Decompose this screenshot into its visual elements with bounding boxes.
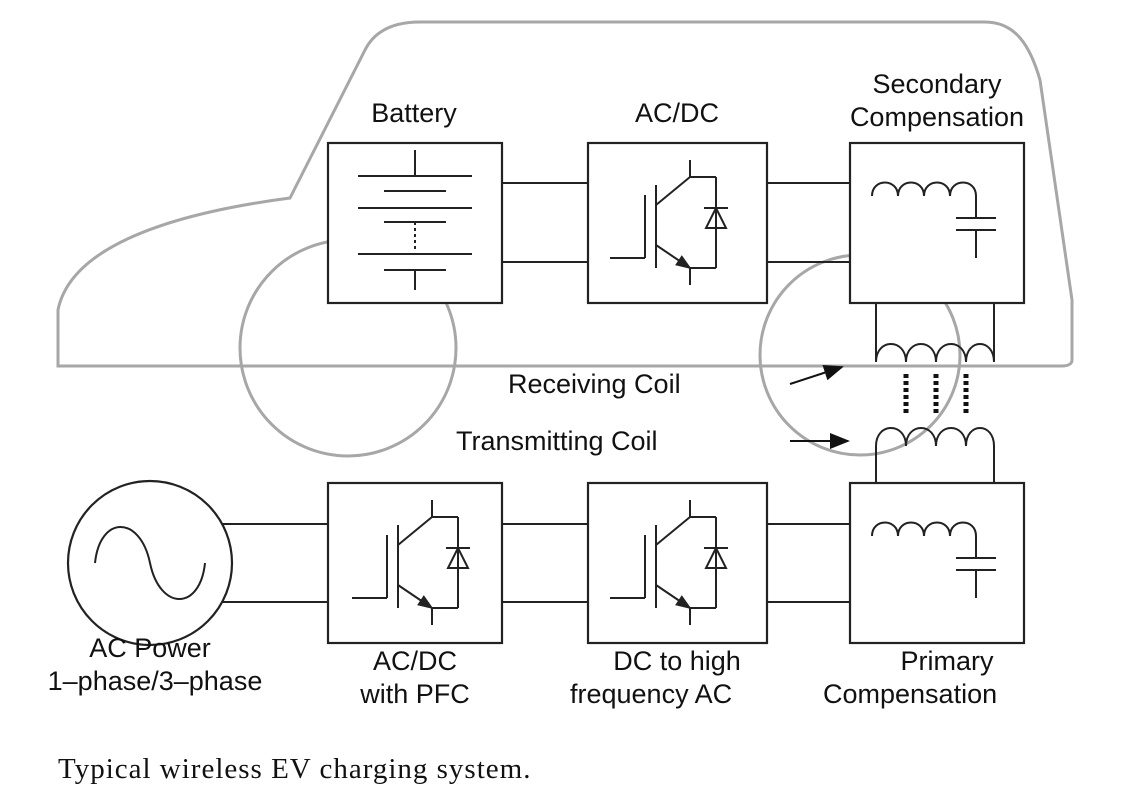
receiving-coil-arrow [789, 364, 844, 385]
secondary-compensation-block [848, 141, 1026, 305]
secondary-label-line2: Compensation [850, 102, 1024, 132]
acdc-pfc-block [326, 481, 504, 645]
battery-label: Battery [371, 98, 457, 128]
acdc-pfc-label-line2: with PFC [359, 679, 470, 709]
primary-label-line1: Primary [901, 646, 994, 676]
ac-power-source [66, 479, 234, 647]
dc-hf-label-line1: DC to high [613, 646, 741, 676]
primary-compensation-block [848, 481, 1026, 645]
dc-to-hf-ac-block [586, 481, 769, 645]
transmitting-coil [875, 427, 995, 483]
secondary-label-line1: Secondary [872, 69, 1002, 99]
primary-label-line2: Compensation [823, 679, 997, 709]
ac-power-label-line2: 1–phase/3–phase [48, 666, 263, 696]
acdc-pfc-label-line1: AC/DC [373, 646, 457, 676]
ac-power-label-line1: AC Power [89, 633, 211, 663]
figure-caption: Typical wireless EV charging system. [58, 753, 531, 785]
receiving-coil-label: Receiving Coil [508, 369, 681, 399]
car-body-outline [56, 20, 1074, 368]
receiving-coil [875, 303, 995, 363]
battery-block [326, 141, 504, 305]
acdc-converter-block [586, 141, 769, 305]
dc-hf-label-line2: frequency AC [570, 679, 732, 709]
transmitting-coil-label: Transmitting Coil [456, 426, 658, 456]
acdc-top-label: AC/DC [635, 98, 719, 128]
